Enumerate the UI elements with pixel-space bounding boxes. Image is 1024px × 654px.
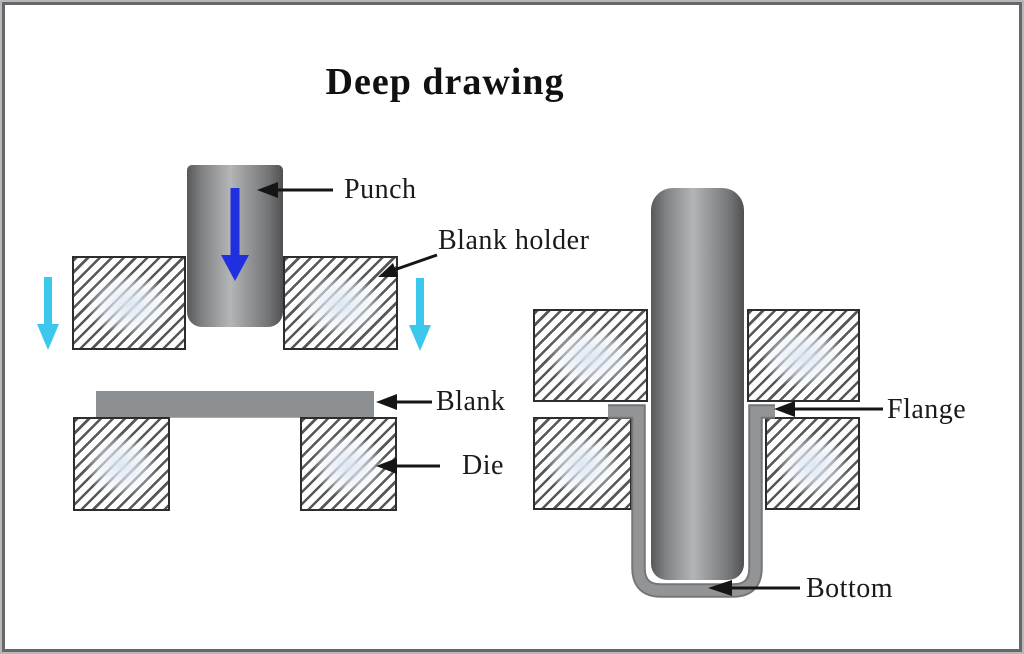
die-right-block-right-diagram [765,417,860,510]
blank-sheet [96,391,374,417]
bottom-label: Bottom [806,573,894,604]
flange-pointer-arrow [774,401,883,417]
blank-holder-label: Blank holder [438,225,590,256]
blank-holder-right-block-right-diagram [747,309,860,402]
cyan-arrow-right-head [409,325,431,351]
blank-holder-left-block-right-diagram [533,309,648,402]
die-left-block [73,417,170,511]
die-left-block-right-diagram [533,417,632,510]
punch-left-diagram [187,165,283,327]
blank-holder-right-block [283,256,398,350]
punch-label: Punch [344,174,417,205]
blank-pointer-arrow [376,394,432,410]
diagram-title: Deep drawing [325,61,565,103]
holder-force-down-arrow-right-icon [409,278,431,351]
flange-label: Flange [887,394,967,425]
cyan-arrow-left-head [37,324,59,350]
holder-force-down-arrow-left-icon [37,277,59,350]
die-right-block [300,417,397,511]
blank-holder-left-block [72,256,186,350]
bottom-pointer-arrow [708,580,800,596]
blank-label: Blank [436,386,506,417]
die-label: Die [462,450,504,481]
punch-right-diagram [651,188,744,580]
